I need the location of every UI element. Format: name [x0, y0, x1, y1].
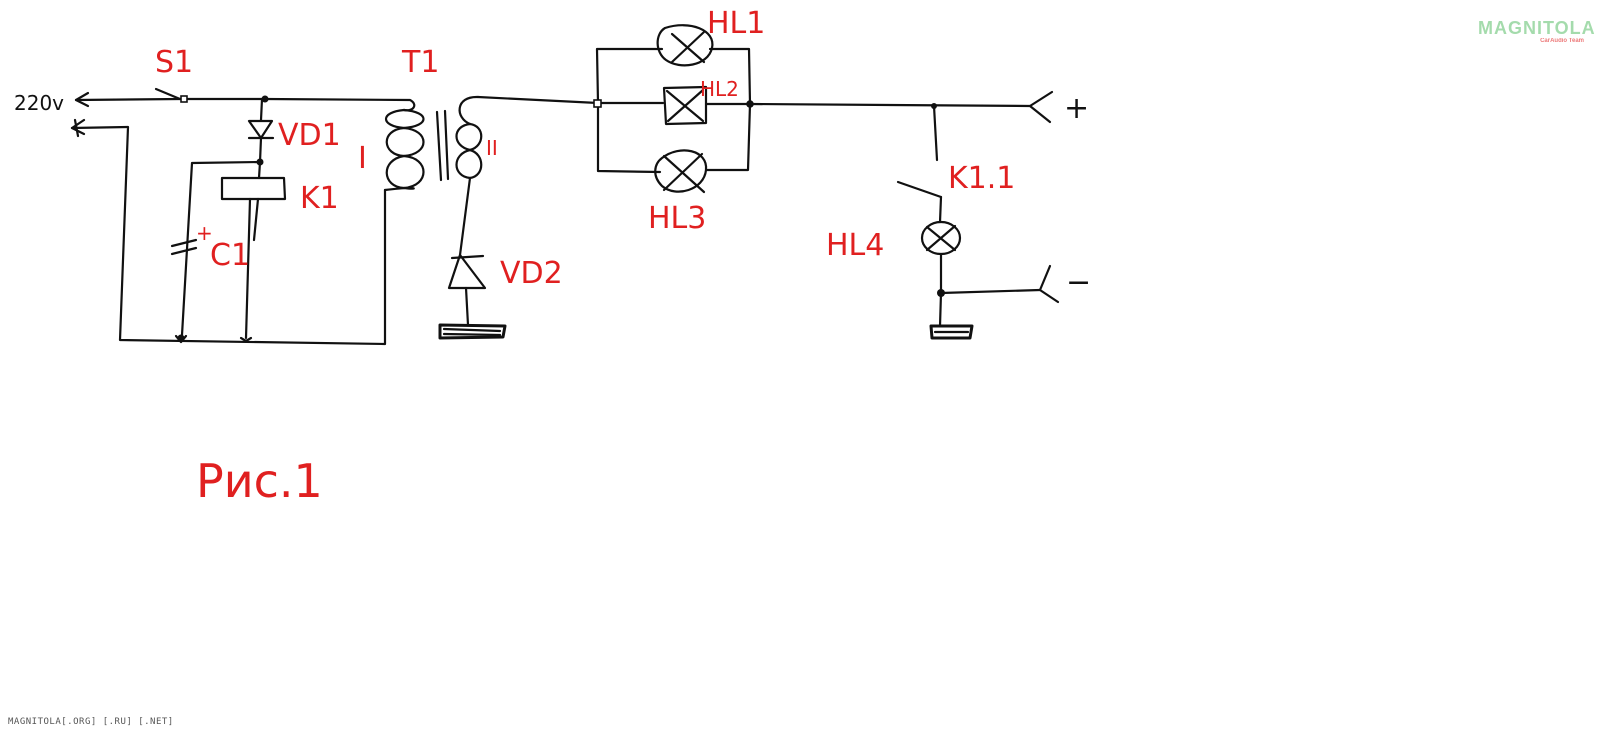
mains-input: [70, 91, 387, 346]
lamp-bank-wiring: [593, 47, 754, 174]
label-winding-i: I: [358, 141, 367, 176]
label-k11: K1.1: [948, 161, 1015, 196]
transformer-t1-secondary: [455, 95, 600, 257]
label-c1: C1: [210, 238, 250, 273]
transformer-t1-primary: [383, 108, 425, 192]
lamp-hl2: [662, 85, 708, 126]
junction-mark: [174, 334, 188, 344]
label-vd1: VD1: [278, 118, 341, 153]
label-hl4: HL4: [826, 228, 884, 263]
lamp-hl4: [920, 220, 1060, 328]
caption: Рис.1: [196, 454, 323, 508]
label-t1: T1: [401, 45, 439, 80]
relay-contact-k11: [896, 104, 943, 224]
footer-watermark: MAGNITOLA[.ORG] [.RU] [.NET]: [8, 717, 174, 727]
label-winding-ii: II: [486, 136, 498, 160]
transformer-t1-core: [435, 109, 450, 182]
label-k1: K1: [300, 181, 339, 216]
label-minus: −: [1066, 265, 1091, 300]
label-s1: S1: [155, 45, 193, 80]
label-hl2: HL2: [700, 77, 739, 101]
label-plus: +: [1064, 91, 1089, 126]
ground-symbol-2: [929, 324, 974, 340]
diode-vd2: [447, 253, 487, 327]
ground-symbol: [438, 323, 507, 340]
label-vd2: VD2: [500, 256, 563, 291]
relay-k1-coil: [180, 160, 287, 340]
diode-vd1: [247, 97, 275, 166]
magnitola-logo: MAGNITOLA CarAudio Team: [1478, 18, 1595, 50]
logo-text: MAGNITOLA: [1478, 18, 1596, 38]
label-c1-plus: +: [196, 221, 213, 245]
junction-dot: [261, 95, 269, 103]
label-hl3: HL3: [648, 201, 706, 236]
logo-tagline: CarAudio Team: [1540, 38, 1584, 44]
labels-red: S1 T1 VD1 K1 C1 + I II VD2 HL1 HL2 HL3 H…: [155, 6, 1091, 508]
label-220v: 220v: [14, 91, 64, 115]
junction-mark: [239, 336, 253, 343]
lamp-hl3: [654, 149, 708, 194]
label-hl1: HL1: [707, 6, 765, 41]
lamp-hl1: [656, 24, 714, 67]
capacitor-c1: [170, 238, 198, 256]
output-rail: [748, 90, 1054, 124]
primary-top-wire: [263, 97, 416, 112]
switch-s1: [154, 87, 267, 103]
